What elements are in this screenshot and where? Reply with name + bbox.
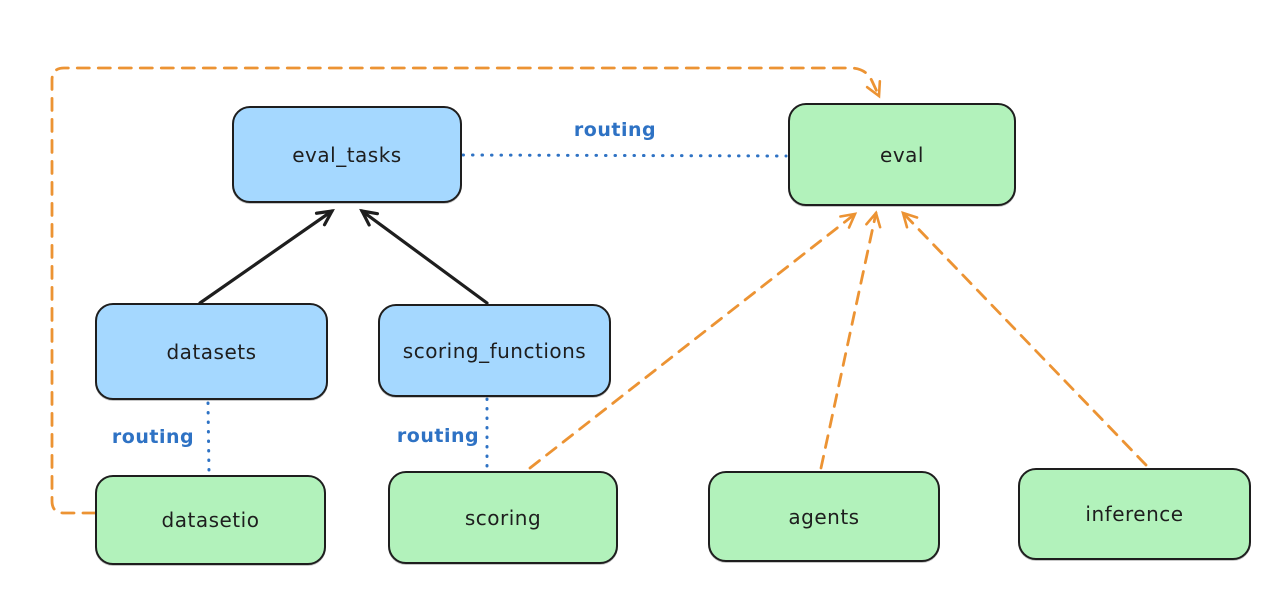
node-inference-label: inference [1085, 502, 1184, 526]
edge-label-routing-scoring-functions-scoring: routing [393, 425, 483, 447]
edge-eval-tasks-to-eval [461, 153, 788, 158]
edge-label-routing-eval-tasks-eval: routing [570, 119, 660, 141]
node-scoring-functions-label: scoring_functions [402, 338, 587, 363]
edge-datasets-to-datasetio [206, 401, 211, 475]
node-scoring: scoring [388, 471, 618, 564]
node-eval-tasks-label: eval_tasks [292, 142, 402, 167]
edge-datasetio-to-eval [50, 66, 882, 515]
edge-scoring-functions-to-eval-tasks [359, 208, 489, 305]
edge-agents-to-eval [819, 210, 882, 470]
node-scoring-functions: scoring_functions [378, 304, 611, 397]
node-datasetio: datasetio [95, 475, 326, 565]
edge-datasets-to-eval-tasks [198, 208, 335, 305]
edge-label-routing-datasets-datasetio: routing [108, 426, 198, 448]
edge-inference-to-eval [901, 211, 1148, 467]
node-datasets-label: datasets [166, 339, 257, 364]
node-datasets: datasets [95, 303, 328, 400]
node-eval-label: eval [880, 142, 924, 167]
node-eval: eval [788, 103, 1016, 206]
node-datasetio-label: datasetio [161, 508, 260, 532]
edge-scoring-to-eval [528, 212, 858, 470]
node-inference: inference [1018, 468, 1251, 560]
node-eval-tasks: eval_tasks [232, 106, 462, 203]
node-agents-label: agents [788, 504, 860, 529]
node-agents: agents [708, 471, 940, 562]
node-scoring-label: scoring [464, 505, 542, 530]
